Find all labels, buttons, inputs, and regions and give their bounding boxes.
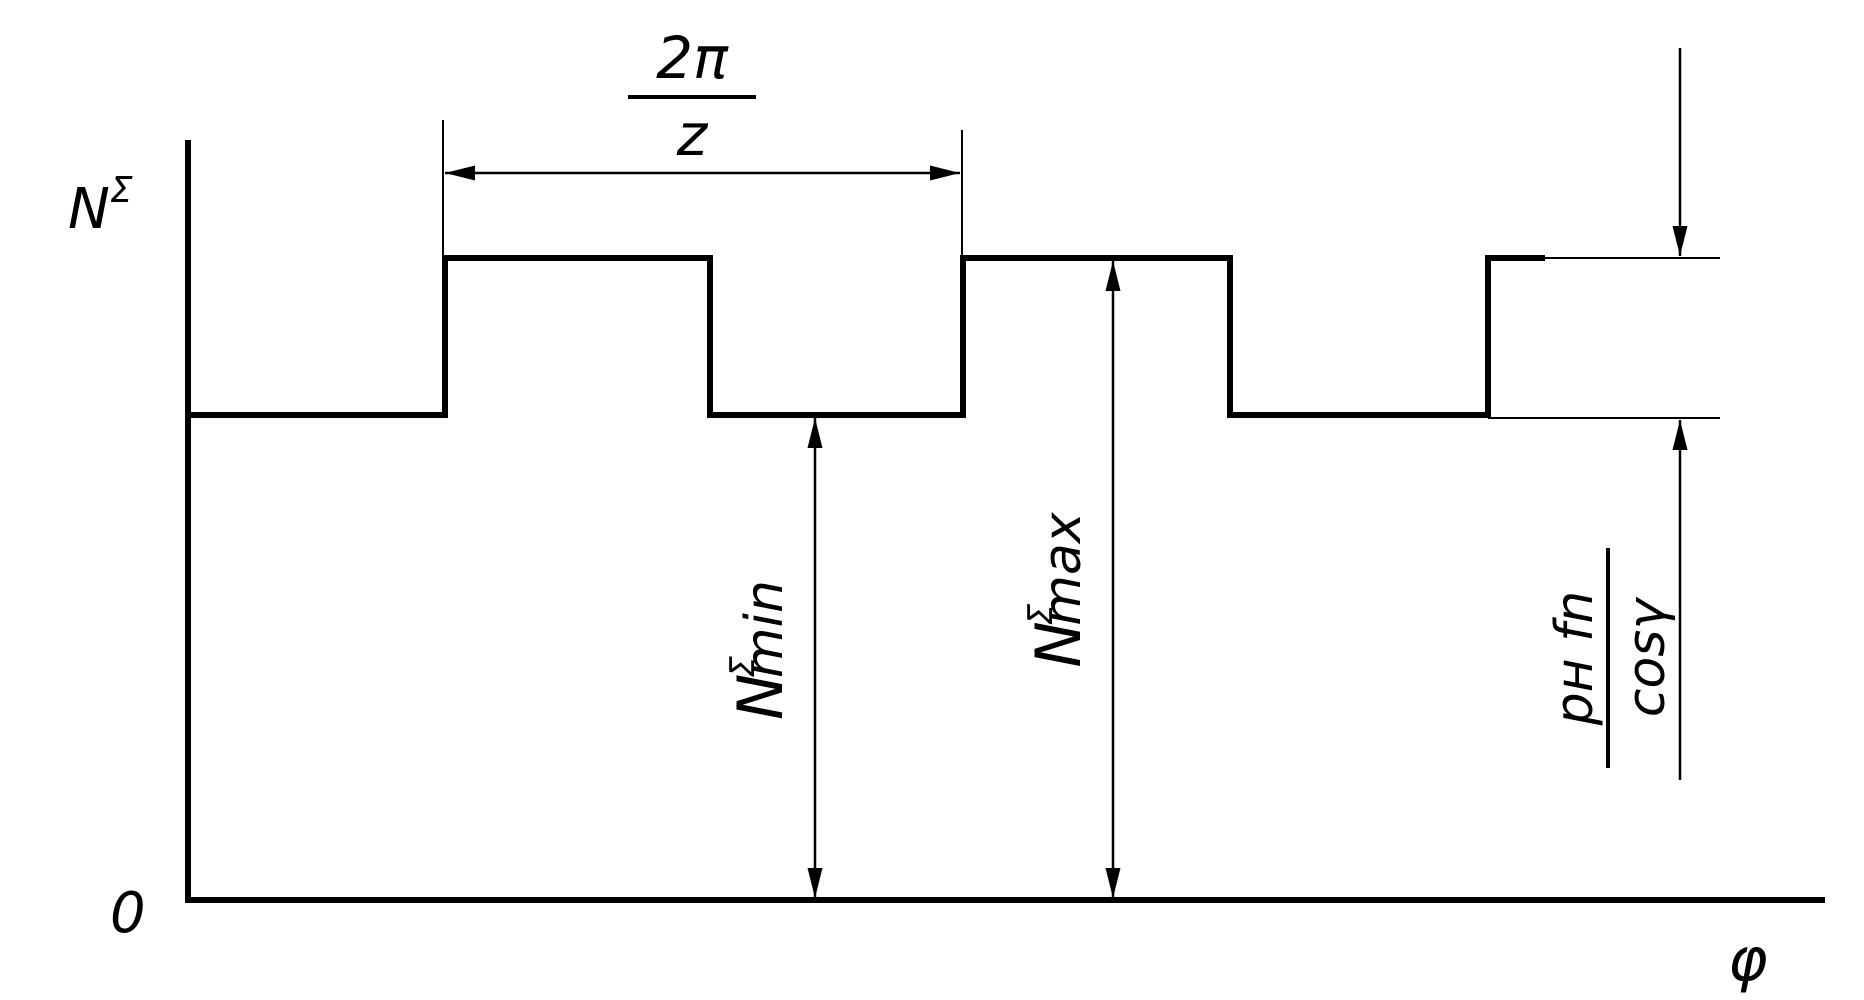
- y-axis-label: NΣ: [68, 170, 133, 242]
- n-max-label: NΣmax: [1021, 511, 1095, 667]
- svg-text:pн fn: pн fn: [1545, 591, 1605, 727]
- svg-text:cosγ: cosγ: [1617, 596, 1677, 717]
- svg-text:NΣmin: NΣmin: [723, 580, 797, 720]
- period-numerator: 2π: [656, 24, 729, 92]
- svg-text:NΣmax: NΣmax: [1021, 511, 1095, 667]
- x-axis-label: φ: [1728, 925, 1768, 995]
- period-denominator: z: [676, 101, 709, 169]
- delta-label: pн fn cosγ: [1545, 548, 1677, 768]
- load-step-curve: [188, 255, 1545, 418]
- n-min-label: NΣmin: [723, 580, 797, 720]
- origin-label: 0: [110, 881, 146, 946]
